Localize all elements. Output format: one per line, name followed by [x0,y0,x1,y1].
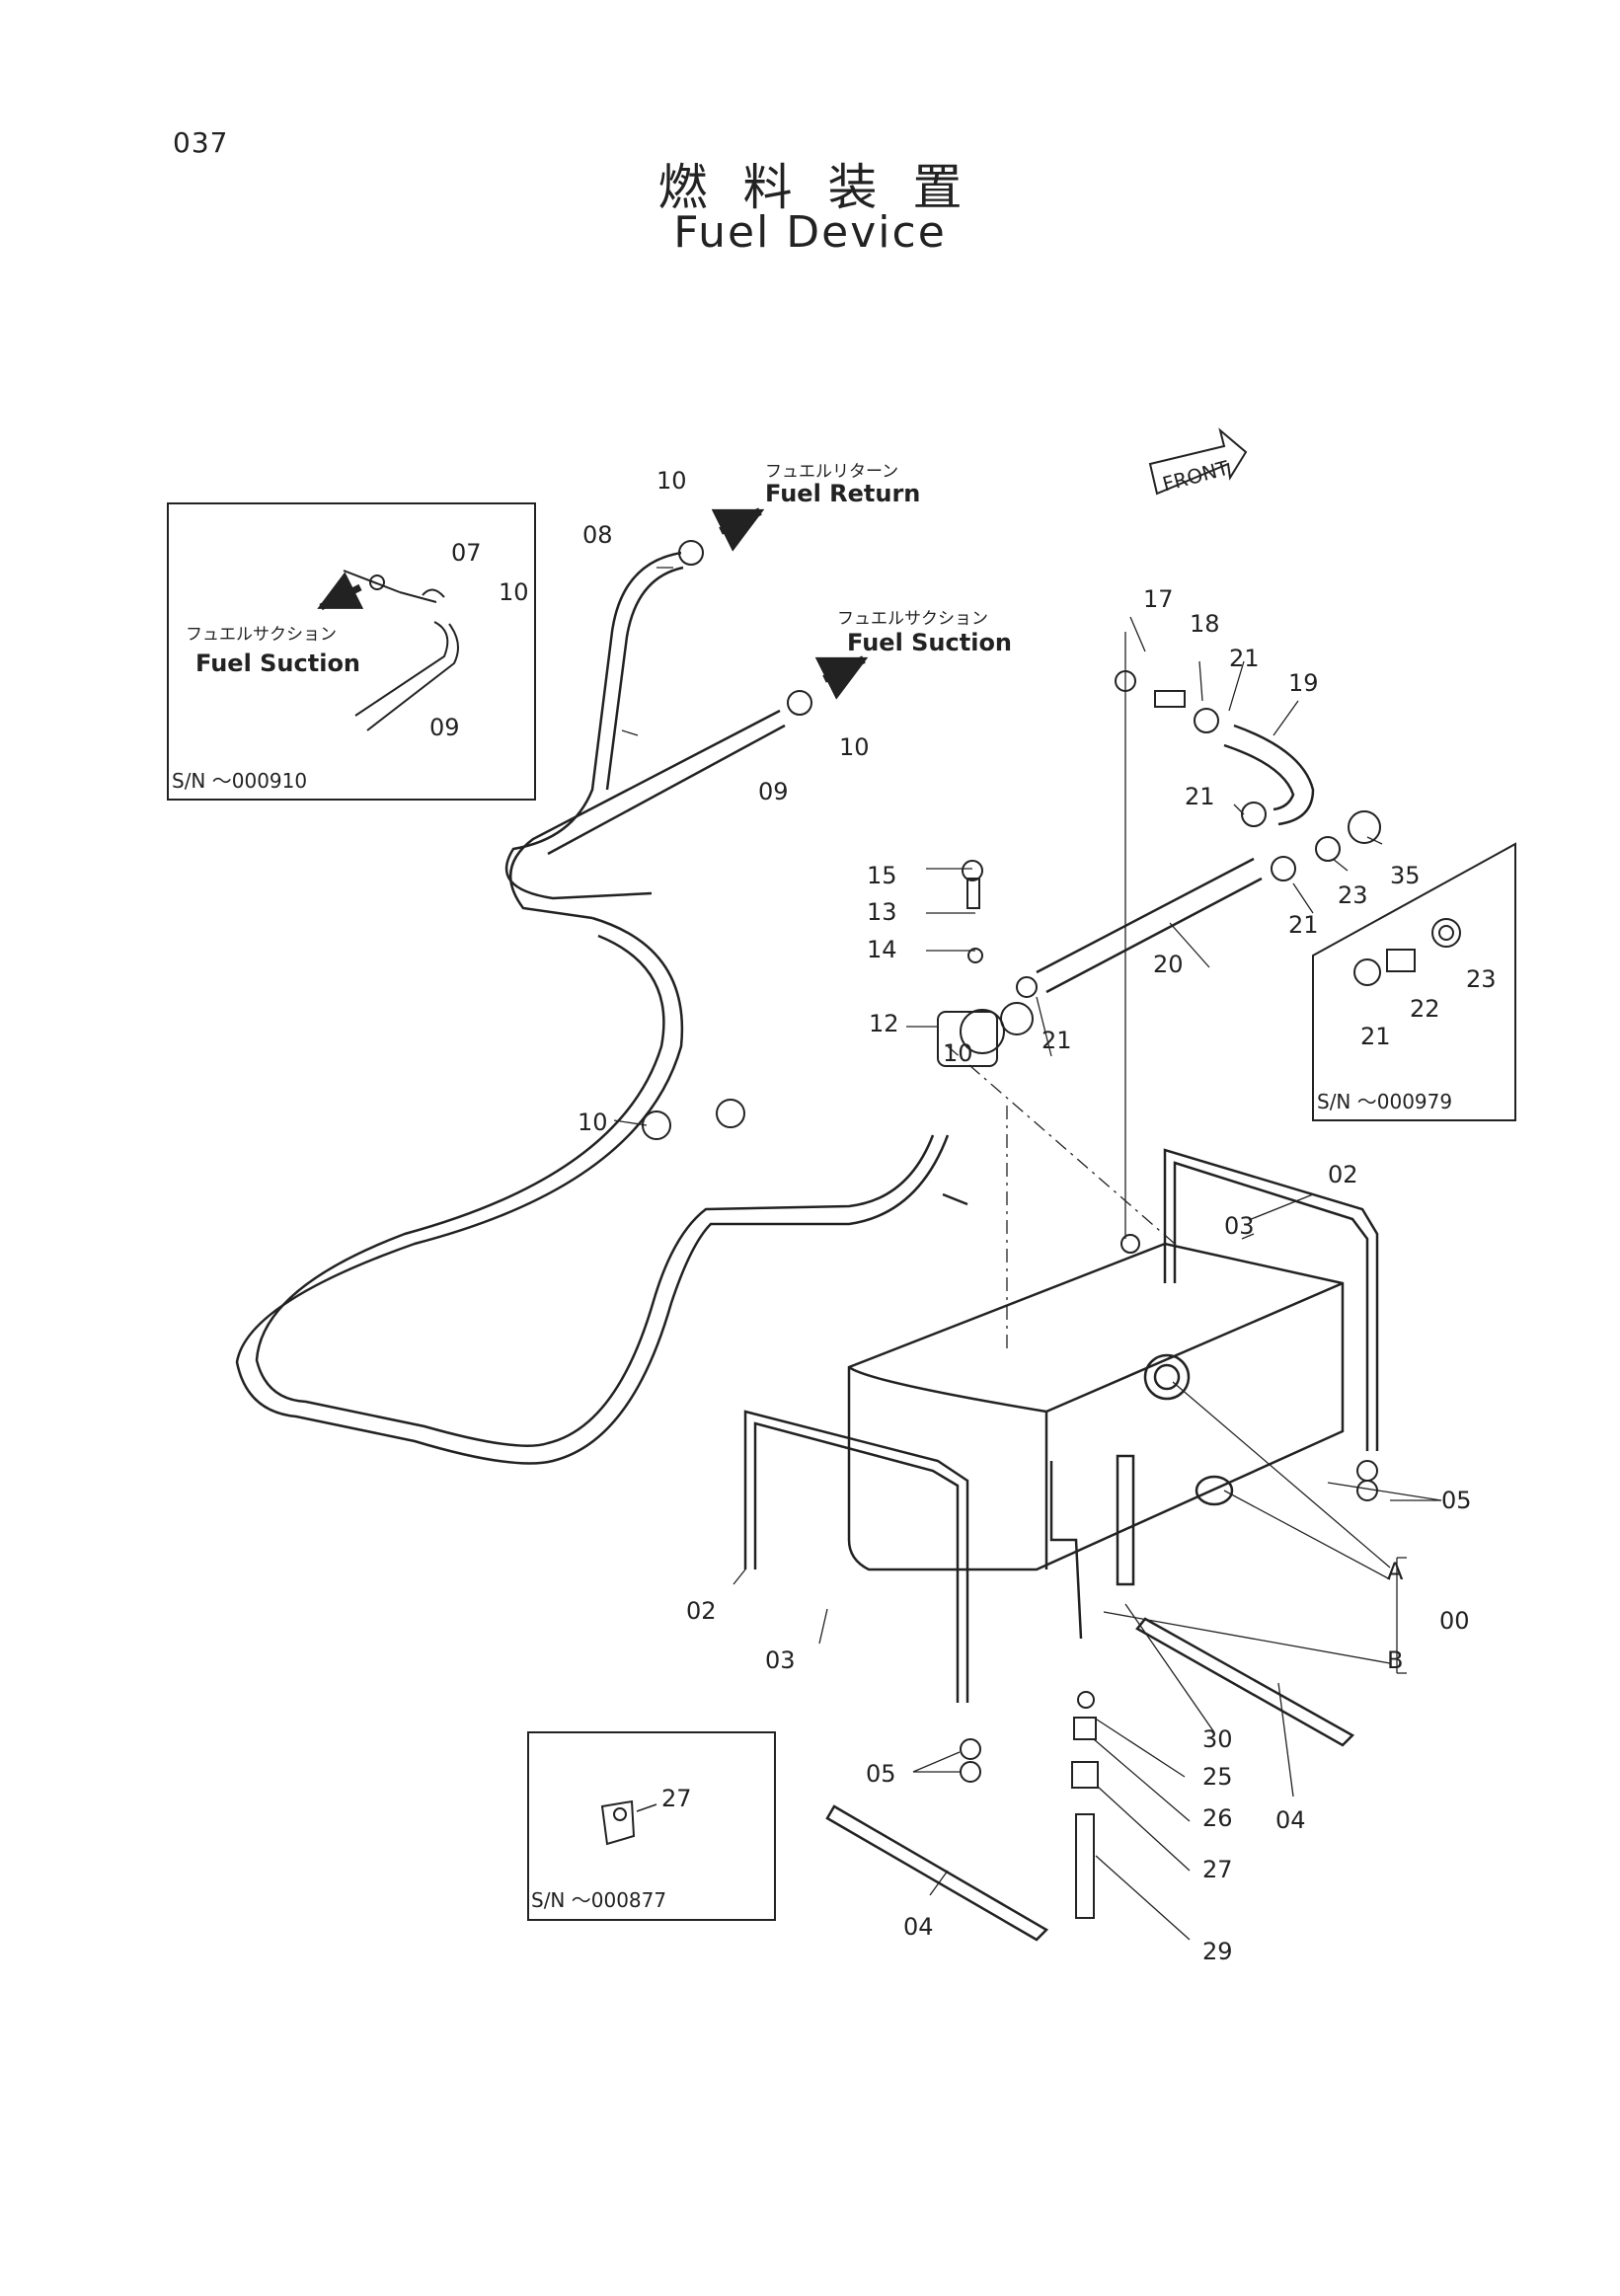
page-title-english: Fuel Device [673,207,947,258]
inset-suction-jp: フュエルサクション [186,625,337,645]
label-03-right: 03 [1224,1212,1255,1240]
fuel-hoses [235,551,1315,1465]
label-27: 27 [1202,1856,1233,1883]
label-10-suction: 10 [839,733,870,761]
inset-label-07: 07 [451,539,482,567]
label-B: B [1387,1646,1403,1674]
label-30: 30 [1202,1725,1233,1753]
label-17: 17 [1143,585,1174,613]
label-08: 08 [582,521,613,549]
label-21-left: 21 [1041,1027,1072,1054]
label-00: 00 [1439,1607,1470,1635]
small-parts [642,540,1381,1919]
label-18: 18 [1190,610,1220,638]
page-title-japanese: 燃料装置 [657,159,998,216]
label-10-top: 10 [656,467,687,495]
inset-label-22: 22 [1410,995,1440,1023]
label-29: 29 [1202,1938,1233,1965]
leader-lines [613,567,1442,1941]
front-label: FRONT [1160,456,1232,497]
label-02-left: 02 [686,1597,717,1625]
fuel-suction-jp: フュエルサクション [837,609,988,629]
label-10-upper: 10 [943,1039,973,1067]
fuel-return-jp: フュエルリターン [765,462,898,482]
label-05-right: 05 [1441,1487,1472,1514]
fuel-return-en: Fuel Return [765,480,920,507]
label-14: 14 [867,936,897,963]
label-19: 19 [1288,669,1319,697]
label-04-right: 04 [1275,1806,1306,1834]
inset-sn-label: S/N ～000910 [172,769,307,793]
label-A: A [1387,1558,1404,1585]
label-20: 20 [1153,951,1184,978]
label-21-right: 21 [1288,911,1319,939]
label-10-left: 10 [578,1109,608,1136]
label-12: 12 [869,1010,899,1037]
label-04-left: 04 [903,1913,934,1941]
inset-label-21: 21 [1360,1023,1391,1050]
label-13: 13 [867,898,897,926]
label-15: 15 [867,862,897,889]
inset-label-23: 23 [1466,965,1497,993]
tank-straps [743,1148,1379,1703]
fuel-suction-en: Fuel Suction [847,629,1012,656]
label-26: 26 [1202,1804,1233,1832]
label-21-mid: 21 [1185,783,1215,810]
inset-sn-label-right: S/N ～000979 [1317,1090,1452,1113]
inset-sn-label-bottom: S/N ～000877 [531,1888,666,1912]
inset-label-10: 10 [499,578,529,606]
inset-sn-000979: 23 22 21 S/N ～000979 [1312,842,1516,1121]
label-05-left: 05 [866,1760,896,1788]
label-23: 23 [1338,881,1368,909]
front-arrow: FRONT [1148,427,1248,497]
label-09: 09 [758,778,789,805]
fuel-suction-callout: フュエルサクション Fuel Suction [814,609,1012,700]
fuel-tank [847,1242,1345,1586]
label-35: 35 [1390,862,1421,889]
label-02-right: 02 [1328,1161,1358,1188]
inset-label-09: 09 [429,714,460,741]
inset-sn-000910: 07 10 09 フュエルサクション Fuel Suction S/N ～000… [167,502,536,801]
label-03-left: 03 [765,1646,796,1674]
fuel-return-callout: フュエルリターン Fuel Return [711,462,920,552]
label-21-top: 21 [1229,645,1260,672]
label-25: 25 [1202,1763,1233,1791]
inset-label-27: 27 [661,1785,692,1812]
inset-suction-en: Fuel Suction [195,650,360,677]
inset-sn-000877: 27 S/N ～000877 [527,1731,776,1921]
bottom-straps [825,1617,1355,1942]
part-labels: 10 08 10 09 15 13 14 12 10 10 17 18 21 1… [578,467,1472,1965]
page-number: 037 [173,126,229,159]
